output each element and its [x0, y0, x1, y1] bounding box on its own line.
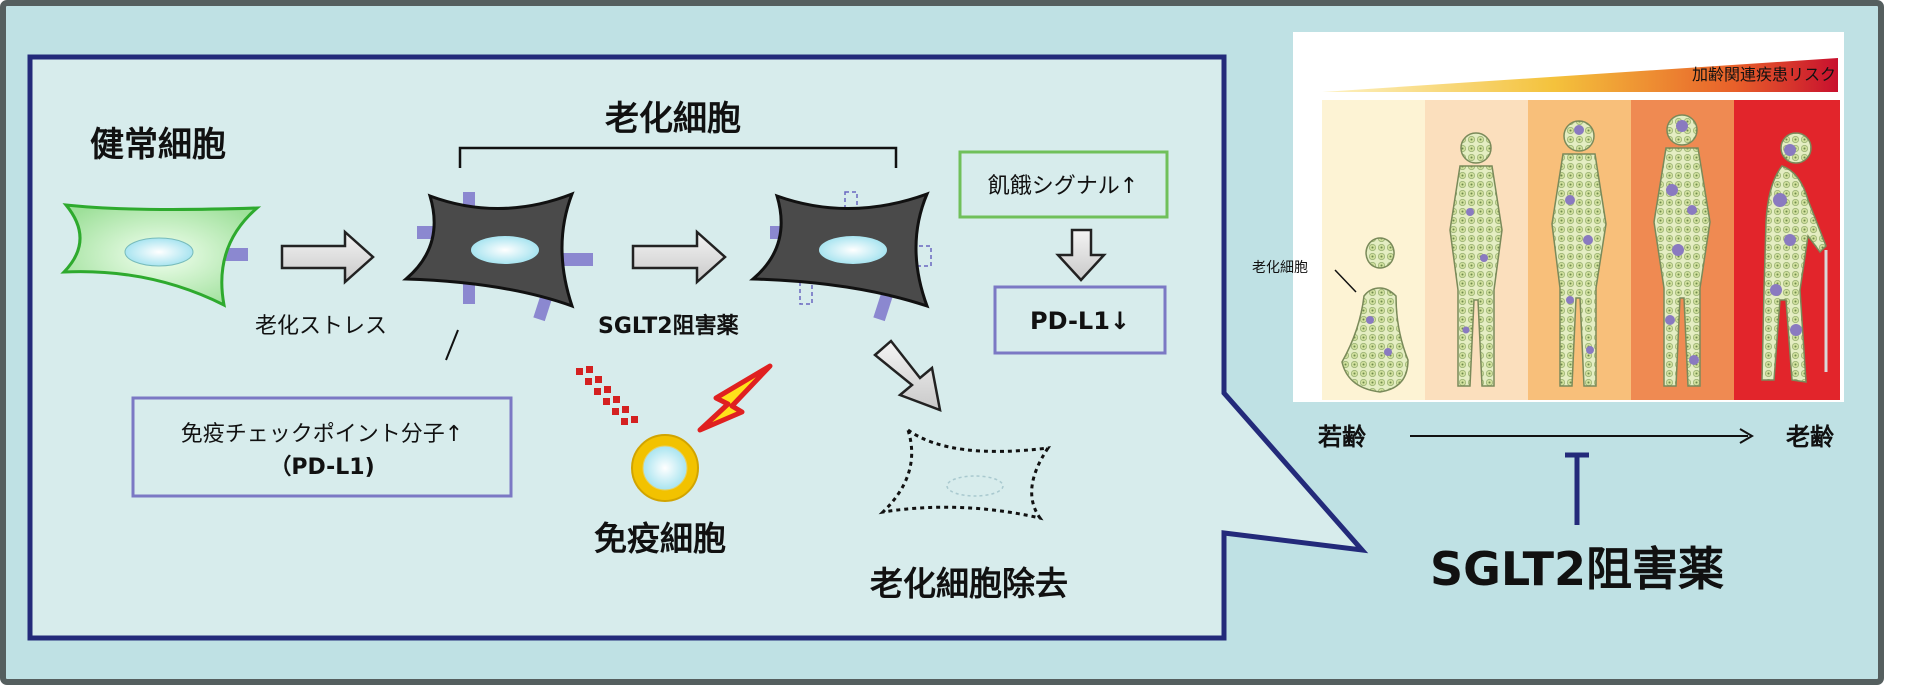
- aging-stress-label: 老化ストレス: [255, 314, 387, 339]
- sglt2-arrow-label: SGLT2阻害薬: [598, 313, 739, 339]
- immune-cell: [631, 434, 699, 502]
- attack-dots-icon: [576, 366, 638, 425]
- pdl1-down-label: PD-L1↓: [1030, 307, 1130, 335]
- checkpoint-box: [131, 396, 513, 498]
- aging-figure-panel: 加齢関連疾患リスク 老化細胞: [1252, 32, 1844, 402]
- inhibitor-label: SGLT2阻害薬: [1430, 542, 1724, 596]
- pdl1-down-box: [993, 285, 1167, 355]
- young-label: 若齢: [1317, 423, 1367, 451]
- checkpoint-label-line1: 免疫チェックポイント分子↑: [181, 422, 463, 447]
- immune-cell-label: 免疫細胞: [594, 519, 726, 558]
- risk-label: 加齢関連疾患リスク: [1692, 65, 1836, 84]
- arrow-down-icon: [1055, 228, 1107, 282]
- inhibition-icon: [1565, 452, 1589, 525]
- arrow-right-icon: [631, 229, 727, 285]
- healthy-cell: [60, 203, 262, 308]
- starvation-signal-box: [958, 150, 1169, 219]
- senescent-cell-2: [749, 191, 932, 322]
- axis-arrowhead-icon: [1739, 428, 1754, 444]
- risk-gradient-bar: [1322, 58, 1838, 92]
- pointer-line: [445, 329, 459, 361]
- senescent-bracket: [458, 146, 898, 168]
- old-label: 老齢: [1786, 423, 1835, 451]
- senescent-cells-label: 老化細胞: [605, 99, 741, 139]
- lightning-bolt-icon: [697, 363, 773, 433]
- healthy-cell-label: 健常細胞: [90, 125, 226, 165]
- checkpoint-label-line2: （PD-L1): [269, 455, 374, 480]
- arrow-right-icon: [280, 229, 375, 285]
- starvation-signal-label: 飢餓シグナル↑: [988, 174, 1138, 199]
- senescent-cell-1: [402, 191, 593, 322]
- senescent-removal-label: 老化細胞除去: [870, 564, 1068, 603]
- senescent-cell-figure-label: 老化細胞: [1252, 260, 1308, 276]
- removed-cell: [878, 426, 1052, 521]
- arrow-diagonal-icon: [873, 339, 942, 412]
